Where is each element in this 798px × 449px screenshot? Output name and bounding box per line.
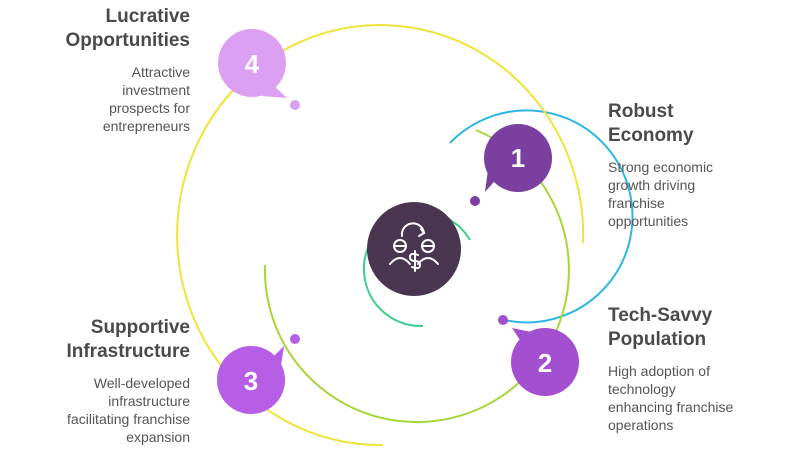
item-4-title-line1: Lucrative: [105, 6, 190, 27]
item-3-desc-line: Well-developed: [93, 375, 190, 391]
item-1-title-line1: Robust: [608, 101, 674, 122]
item-1-title: Robust Economy: [608, 100, 793, 148]
dot-2: [498, 315, 508, 325]
item-supportive-infrastructure: Supportive Infrastructure Well-developed…: [20, 316, 190, 446]
dot-3: [290, 334, 300, 344]
item-3-desc-line: facilitating franchise: [67, 411, 190, 427]
dot-4: [290, 100, 300, 110]
item-4-title: Lucrative Opportunities: [20, 5, 190, 53]
badge-1-number: 1: [511, 143, 525, 173]
item-2-title-line2: Population: [608, 329, 707, 350]
item-2-desc-line: High adoption of: [608, 363, 710, 379]
item-lucrative-opportunities: Lucrative Opportunities Attractive inves…: [20, 5, 190, 135]
badge-4-number: 4: [245, 49, 260, 79]
item-2-desc-line: technology: [608, 381, 676, 397]
item-2-description: High adoption of technology enhancing fr…: [608, 362, 793, 434]
badge-2: 2: [511, 328, 579, 396]
item-robust-economy: Robust Economy Strong economic growth dr…: [608, 100, 793, 230]
center-hub: [367, 202, 461, 296]
item-3-description: Well-developed infrastructure facilitati…: [20, 374, 190, 446]
item-4-desc-line: investment: [122, 82, 190, 98]
item-4-desc-line: entrepreneurs: [102, 118, 190, 134]
item-2-title-line1: Tech-Savvy: [608, 305, 713, 326]
badge-4: 4: [218, 29, 287, 98]
money-exchange-people-icon: [389, 222, 439, 272]
badge-3: 3: [217, 346, 285, 414]
item-3-title-line1: Supportive: [90, 317, 190, 338]
item-2-desc-line: enhancing franchise: [608, 399, 734, 415]
item-1-title-line2: Economy: [608, 125, 694, 146]
item-4-desc-line: prospects for: [109, 100, 190, 116]
ring-third: [263, 129, 570, 424]
item-1-description: Strong economic growth driving franchise…: [608, 158, 793, 230]
item-4-desc-line: Attractive: [131, 64, 190, 80]
item-3-title-line2: Infrastructure: [66, 341, 190, 362]
item-4-title-line2: Opportunities: [65, 30, 190, 51]
item-1-desc-line: growth driving: [608, 177, 696, 193]
badge-2-number: 2: [538, 348, 552, 378]
item-1-desc-line: Strong economic: [608, 159, 714, 175]
item-1-desc-line: opportunities: [608, 213, 689, 229]
item-3-title: Supportive Infrastructure: [20, 316, 190, 364]
dot-1: [470, 196, 480, 206]
item-3-desc-line: infrastructure: [108, 393, 190, 409]
badge-3-number: 3: [244, 366, 258, 396]
ring-second: [449, 109, 634, 324]
item-3-desc-line: expansion: [126, 429, 190, 445]
item-tech-savvy-population: Tech-Savvy Population High adoption of t…: [608, 304, 793, 434]
item-4-description: Attractive investment prospects for entr…: [20, 63, 190, 135]
item-2-desc-line: operations: [608, 417, 674, 433]
item-1-desc-line: franchise: [608, 195, 665, 211]
item-2-title: Tech-Savvy Population: [608, 304, 793, 352]
badge-1: 1: [484, 124, 552, 192]
